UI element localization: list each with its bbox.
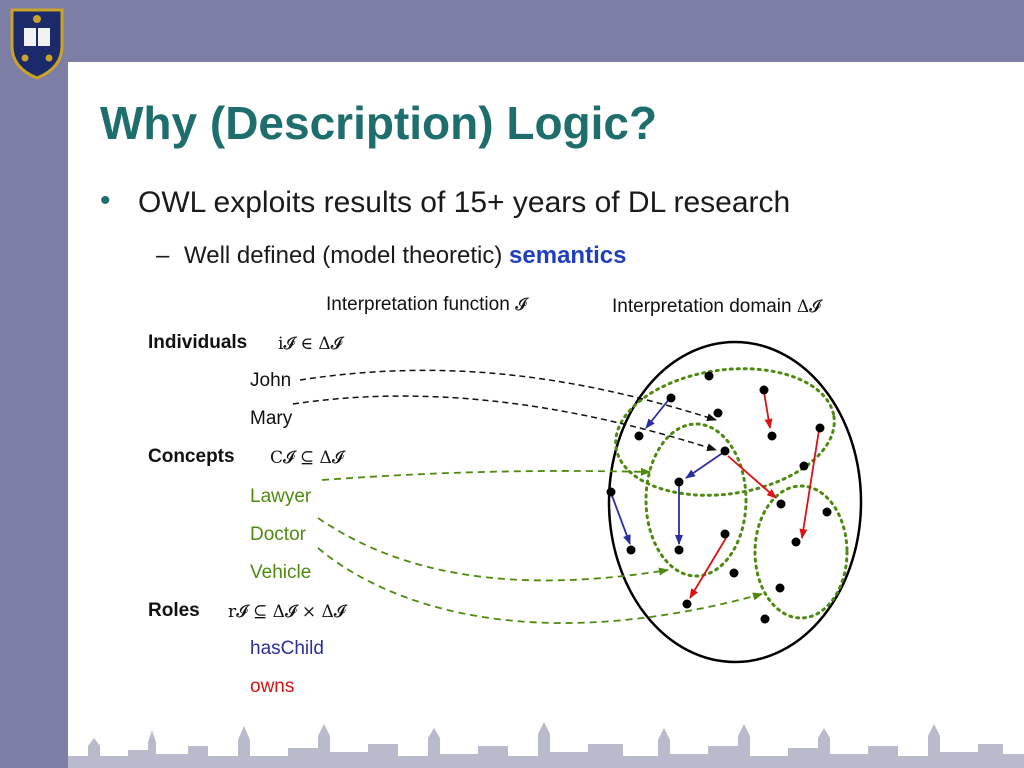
role-owns: owns [250, 676, 295, 697]
roles-formula: r𝓘 ⊆ Δ𝓘 × Δ𝓘 [228, 602, 346, 622]
university-crest-logo [10, 8, 64, 80]
interpretation-domain-label: Interpretation domain [612, 296, 792, 317]
interpretation-function-symbol: 𝓘 [515, 295, 527, 315]
individual-mary: Mary [250, 408, 293, 429]
domain-element [606, 487, 616, 497]
vehicle-set [753, 484, 849, 620]
haschild-edge [610, 492, 631, 545]
domain-element [815, 423, 825, 433]
vehicle-mapping-arrow [317, 547, 763, 624]
skyline-silhouette [68, 722, 1024, 768]
lawyer-set [614, 367, 836, 497]
slide-title: Why (Description) Logic? [100, 97, 658, 149]
domain-element [674, 545, 684, 555]
doctor-mapping-arrow [317, 517, 669, 582]
role-haschild: hasChild [250, 638, 324, 659]
interpretation-function-caption: Interpretation function 𝓘 [326, 294, 527, 316]
individual-john: John [250, 370, 292, 391]
domain-elements [606, 371, 832, 624]
domain-element [634, 431, 644, 441]
haschild-edge [685, 451, 725, 479]
concepts-heading: Concepts [148, 446, 235, 467]
sub-bullet-text: Well defined (model theoretic) [184, 242, 510, 269]
left-banner [0, 0, 68, 768]
domain-element [720, 529, 730, 539]
sub-bullet-dash: – [156, 242, 170, 269]
domain-element [776, 499, 786, 509]
domain-element [704, 371, 714, 381]
interpretation-function-label: Interpretation function [326, 294, 510, 315]
domain-element [760, 614, 770, 624]
owns-edge [689, 537, 727, 599]
domain-element [767, 431, 777, 441]
concepts-formula: C𝓘 ⊆ Δ𝓘 [270, 448, 344, 468]
domain-boundary [607, 340, 863, 664]
mary-mapping-arrow [292, 395, 717, 452]
domain-element [682, 599, 692, 609]
owns-edge [763, 391, 773, 429]
domain-element [799, 461, 809, 471]
concept-vehicle: Vehicle [250, 562, 312, 583]
bullet-owl-research: OWL exploits results of 15+ years of DL … [138, 186, 791, 219]
owns-edge [727, 455, 777, 499]
domain-element [666, 393, 676, 403]
interpretation-domain-caption: Interpretation domain Δ𝓘 [612, 296, 821, 318]
bullet-dot: • [100, 184, 111, 217]
john-mapping-arrow [299, 369, 717, 422]
individuals-heading: Individuals [148, 332, 248, 353]
domain-element [720, 446, 730, 456]
concept-doctor: Doctor [250, 524, 306, 545]
domain-element [759, 385, 769, 395]
top-banner [0, 0, 1024, 62]
domain-element [775, 583, 785, 593]
concept-lawyer: Lawyer [250, 486, 312, 507]
sub-bullet-semantics: Well defined (model theoretic) semantics [184, 242, 626, 270]
domain-element [626, 545, 636, 555]
haschild-edge [645, 397, 671, 429]
domain-element [791, 537, 801, 547]
owns-edge [799, 429, 820, 539]
interpretation-domain-symbol: Δ𝓘 [796, 297, 821, 317]
domain-element [674, 477, 684, 487]
doctor-set [644, 422, 748, 578]
domain-element [729, 568, 739, 578]
lawyer-mapping-arrow [321, 467, 651, 481]
roles-heading: Roles [148, 600, 200, 621]
individuals-formula: i𝓘 ∈ Δ𝓘 [278, 334, 343, 354]
domain-element [713, 408, 723, 418]
domain-element [822, 507, 832, 517]
semantics-emphasis: semantics [509, 242, 627, 269]
